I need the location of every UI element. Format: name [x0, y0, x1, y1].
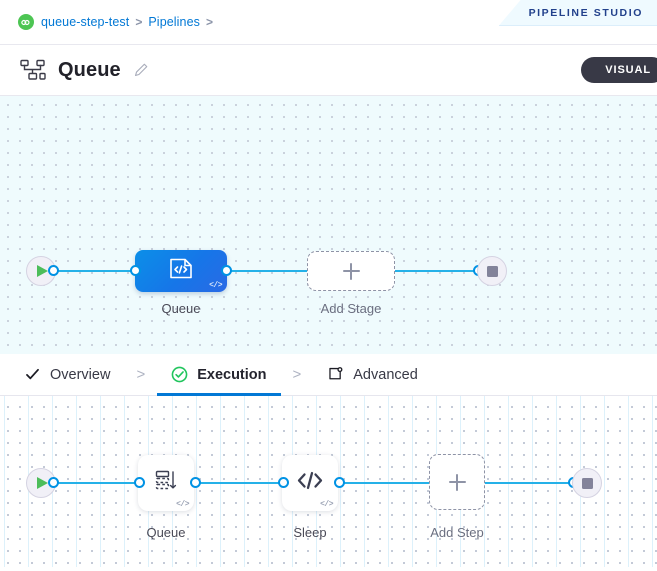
port-queue-out[interactable]	[221, 265, 232, 276]
add-step-button[interactable]	[429, 454, 485, 510]
tab-execution[interactable]: Execution	[157, 354, 281, 396]
tab-separator-1: >	[136, 366, 146, 383]
plus-icon-vertical	[350, 262, 352, 280]
add-stage-label: Add Stage	[320, 301, 382, 316]
project-icon	[18, 14, 34, 30]
tab-advanced-label: Advanced	[353, 366, 418, 383]
tab-overview-label: Overview	[50, 366, 111, 383]
check-icon	[24, 366, 41, 383]
sleep-step-code-badge: </>	[320, 500, 333, 509]
visual-button-label: VISUAL	[605, 64, 651, 76]
stop-square-icon	[581, 477, 593, 489]
port-sleep-in[interactable]	[278, 477, 289, 488]
execution-end-node[interactable]	[572, 468, 602, 498]
green-check-circle-icon	[171, 366, 188, 383]
port-queue-step-out[interactable]	[190, 477, 201, 488]
wire-queue-to-sleep	[194, 482, 282, 484]
pipeline-end-node[interactable]	[477, 256, 507, 286]
pipeline-studio-tag: PIPELINE STUDIO	[498, 0, 657, 26]
tab-execution-label: Execution	[197, 366, 267, 383]
add-stage-button[interactable]	[307, 251, 395, 291]
wire-start-to-queue-step	[54, 482, 140, 484]
stage-code-badge: </>	[209, 281, 222, 290]
step-label-sleep: Sleep	[293, 525, 327, 540]
page-title: Queue	[58, 58, 121, 81]
play-icon	[37, 265, 48, 277]
breadcrumb-separator-2: >	[206, 15, 214, 29]
pipeline-start-node[interactable]	[26, 256, 56, 286]
stop-square-icon	[486, 265, 498, 277]
stage-canvas[interactable]: </> Queue Add Stage	[0, 96, 657, 354]
step-node-queue[interactable]: </>	[138, 455, 194, 511]
pipeline-studio-label: PIPELINE STUDIO	[528, 6, 643, 19]
stage-label-queue: Queue	[161, 301, 201, 316]
port-sleep-out[interactable]	[334, 477, 345, 488]
step-label-queue: Queue	[146, 525, 186, 540]
queue-step-code-badge: </>	[176, 500, 189, 509]
plus-icon-vertical	[456, 473, 458, 491]
page-header: Queue VISUAL	[0, 45, 657, 96]
tab-advanced[interactable]: Advanced	[325, 354, 420, 396]
breadcrumb: queue-step-test > Pipelines > PIPELINE S…	[0, 0, 657, 45]
port-queue-in[interactable]	[130, 265, 141, 276]
wire-start-to-queue	[54, 270, 158, 272]
visual-yaml-toggle[interactable]: VISUAL	[581, 57, 657, 83]
step-node-sleep[interactable]: </>	[282, 455, 338, 511]
breadcrumb-item-project[interactable]: queue-step-test	[41, 15, 130, 29]
wire-addstep-to-end	[485, 482, 575, 484]
breadcrumb-item-pipelines[interactable]: Pipelines	[148, 15, 201, 29]
advanced-gear-icon	[327, 366, 344, 383]
add-step-label: Add Step	[430, 525, 484, 540]
tab-overview[interactable]: Overview	[22, 354, 112, 396]
port-start-out[interactable]	[48, 265, 59, 276]
execution-canvas[interactable]: </> Queue </> Sleep	[0, 396, 657, 567]
port-exec-start-out[interactable]	[48, 477, 59, 488]
queue-step-icon	[153, 468, 179, 499]
pencil-edit-icon[interactable]	[133, 62, 149, 78]
play-icon	[37, 477, 48, 489]
wire-sleep-to-addstep	[338, 482, 430, 484]
code-brackets-icon	[295, 470, 325, 497]
tab-separator-2: >	[292, 366, 302, 383]
step-config-tabs: Overview > Execution > Advanced	[0, 354, 657, 396]
breadcrumb-separator: >	[135, 15, 143, 29]
wire-queue-to-addstage	[225, 270, 307, 272]
port-queue-step-in[interactable]	[134, 477, 145, 488]
custom-stage-code-icon	[168, 257, 194, 286]
stage-node-queue[interactable]: </>	[135, 250, 227, 292]
pipeline-hierarchy-icon	[20, 59, 46, 81]
wire-addstage-to-end	[395, 270, 483, 272]
